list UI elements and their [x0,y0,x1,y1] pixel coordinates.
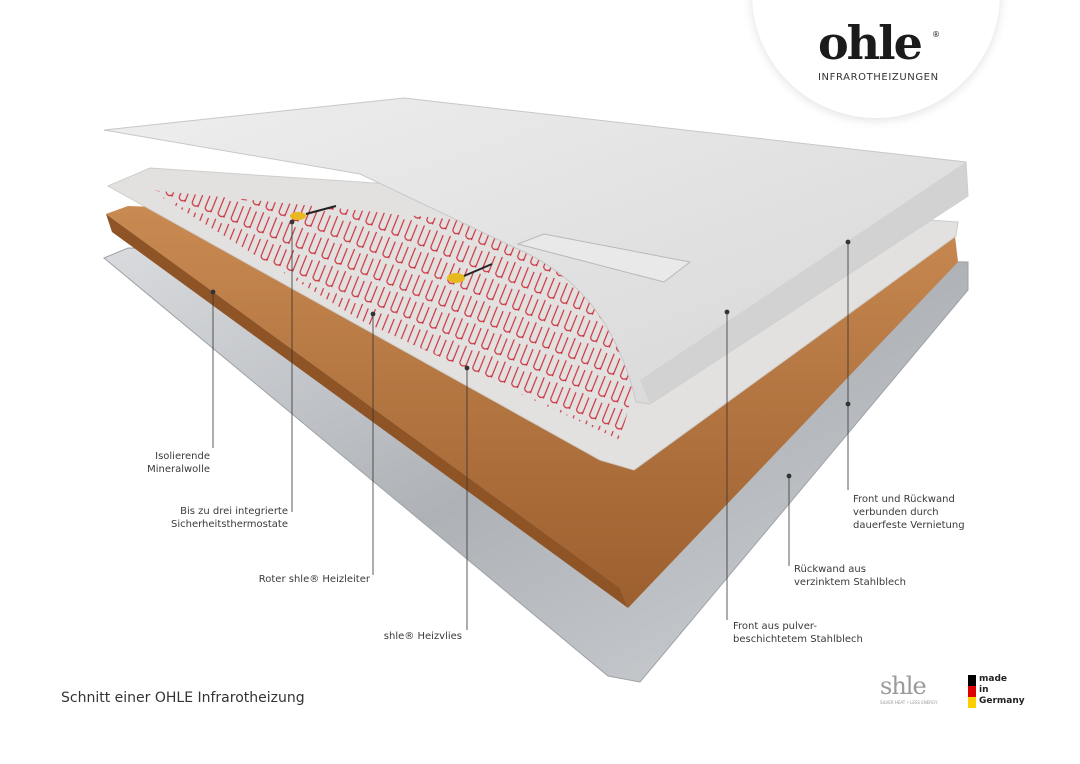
label-front-panel: Front aus pulver- beschichtetem Stahlble… [733,621,863,645]
registered-mark: ® [932,30,940,39]
brand-logo: ohle [818,16,923,70]
label-mineral-wool: Isolierende Mineralwolle [147,451,210,475]
shle-tagline: SILVER HEAT • LESS ENERGY [880,700,938,705]
panel-badge [516,233,692,283]
label-heating-fleece: shle® Heizvlies [383,631,462,642]
label-riveting: Front und Rückwand verbunden durch dauer… [853,494,965,531]
label-thermostats: Bis zu drei integrierte Sicherheitstherm… [171,506,288,530]
caption: Schnitt einer OHLE Infrarotheizung [61,690,305,706]
german-flag-icon [968,675,976,708]
label-heating-wire: Roter shle® Heizleiter [258,574,370,585]
label-back-panel: Rückwand aus verzinktem Stahlblech [794,564,906,588]
thermostat [290,212,306,220]
thermostat [447,273,465,283]
shle-logo: shle [880,672,927,700]
logo-subtitle: INFRAROTHEIZUNGEN [818,72,939,83]
made-in-germany: made in Germany [979,674,1025,706]
